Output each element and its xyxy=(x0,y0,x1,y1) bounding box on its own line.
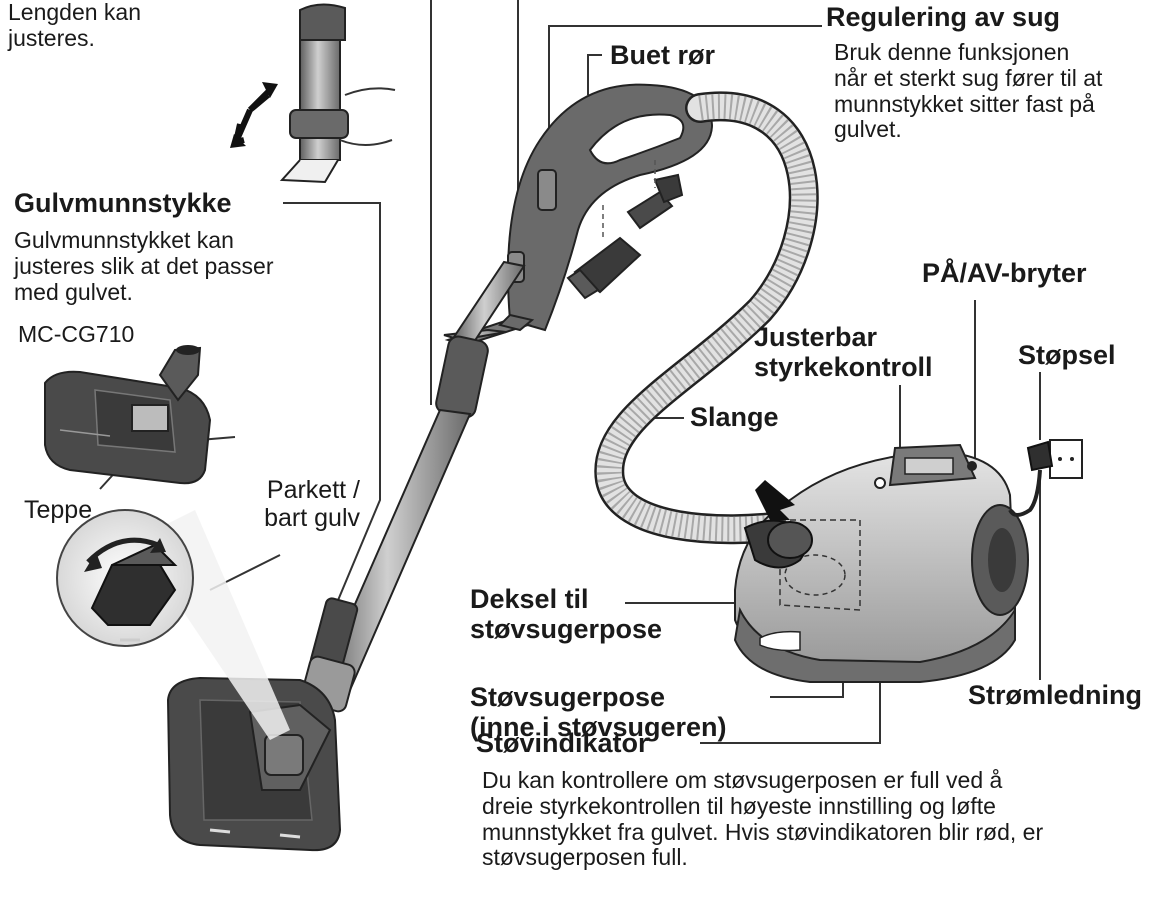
gulvmunnstykke-title: Gulvmunnstykke xyxy=(14,188,232,218)
justerbar-label: Justerbar styrkekontroll xyxy=(754,322,933,383)
length-note: Lengden kan justeres. xyxy=(8,0,142,51)
bent-tube xyxy=(507,83,714,332)
handle-length-adjust xyxy=(230,3,396,184)
accessory-nozzles xyxy=(566,160,684,300)
canister-body xyxy=(733,443,1029,683)
stromledning-label: Strømledning xyxy=(968,680,1142,710)
leader-gulvmunnstykke xyxy=(283,202,381,661)
slange-label: Slange xyxy=(690,402,779,432)
stovindikator-title: Støvindikator xyxy=(476,728,649,758)
floor-nozzle-model xyxy=(44,345,212,485)
buet-ror-label: Buet rør xyxy=(610,40,716,70)
parkett-label: Parkett / bart gulv xyxy=(264,476,360,532)
plug-and-socket xyxy=(1008,439,1083,517)
stovindikator-desc: Du kan kontrollere om støvsugerposen er … xyxy=(482,767,1044,871)
magnifier-detail xyxy=(56,509,194,647)
stopsel-label: Støpsel xyxy=(1018,340,1116,370)
teppe-label: Teppe xyxy=(24,496,93,524)
leader-buet-ror xyxy=(587,54,602,95)
regulering-title: Regulering av sug xyxy=(826,2,1061,32)
gulvmunnstykke-desc: Gulvmunnstykket kan justeres slik at det… xyxy=(14,227,274,305)
pa-av-label: PÅ/AV-bryter xyxy=(922,258,1087,288)
deksel-label: Deksel til støvsugerpose xyxy=(470,584,663,645)
model-label: MC-CG710 xyxy=(18,321,135,347)
regulering-desc: Bruk denne funksjonen når et sterkt sug … xyxy=(834,39,1103,143)
hose xyxy=(594,91,819,545)
stovsugerpose-text: Støvsugerpose (inne i støvsugeren) xyxy=(470,682,727,743)
